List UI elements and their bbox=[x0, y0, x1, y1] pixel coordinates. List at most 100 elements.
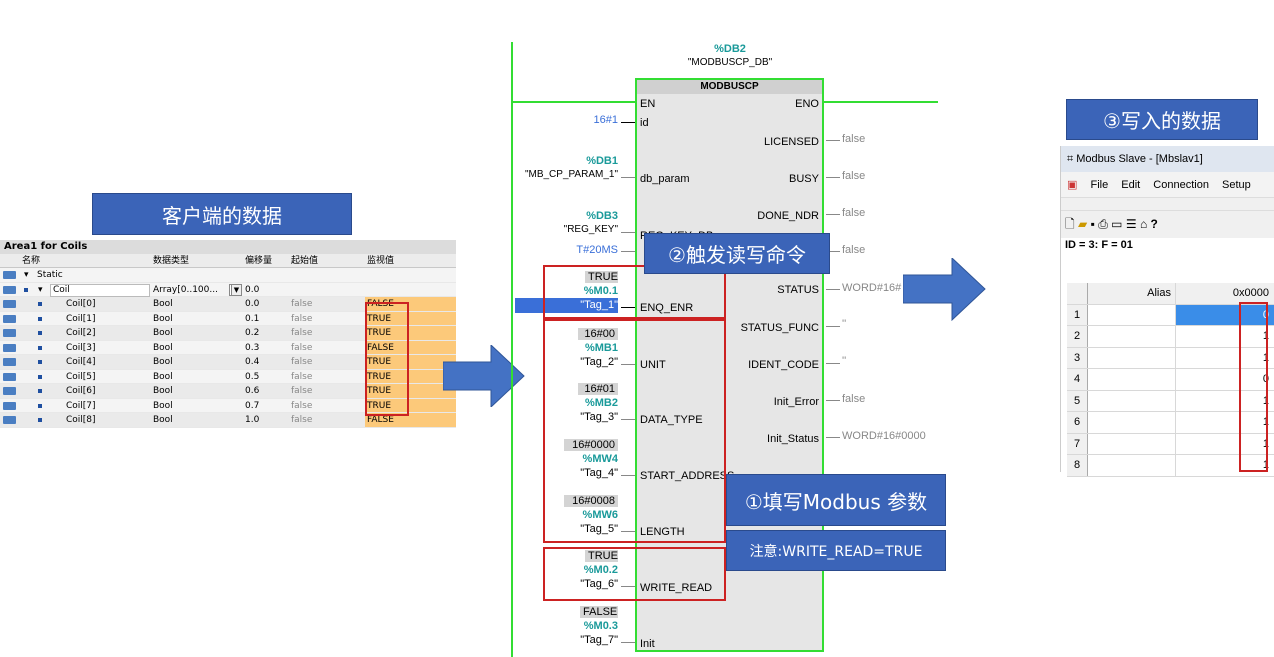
menu-edit[interactable]: Edit bbox=[1121, 179, 1141, 191]
start-wire bbox=[621, 475, 635, 476]
row-value[interactable]: 1 bbox=[1262, 437, 1269, 450]
coil-start: false bbox=[291, 415, 313, 425]
menu-file[interactable]: File bbox=[1090, 179, 1109, 191]
row-value[interactable]: 0 bbox=[1176, 304, 1274, 325]
row-alias[interactable] bbox=[1088, 412, 1176, 433]
done-value: false bbox=[842, 207, 866, 219]
row-alias[interactable] bbox=[1088, 347, 1176, 368]
coil-start: false bbox=[291, 357, 313, 367]
new-file-icon[interactable]: 🗋 bbox=[1065, 217, 1075, 231]
expand-arrow-icon[interactable]: ▾ bbox=[38, 284, 43, 295]
member-dot-icon bbox=[38, 389, 42, 393]
doc-icon[interactable]: ▣ bbox=[1067, 179, 1078, 191]
rung-wire-en bbox=[511, 101, 635, 103]
enq-highlight bbox=[515, 298, 618, 313]
coil-group-row[interactable]: ▾ Coil Array[0..100... ▤ ▤ ▼ 0.0 bbox=[0, 282, 456, 297]
db-icon bbox=[3, 271, 16, 279]
row-value[interactable]: 1 bbox=[1262, 416, 1269, 428]
row-value[interactable]: 1 bbox=[1262, 459, 1269, 471]
enq-addr: %M0.1 bbox=[583, 285, 618, 297]
display-icon[interactable]: ☰ bbox=[1125, 217, 1137, 231]
row-alias[interactable] bbox=[1088, 455, 1176, 476]
coil-monitor: TRUE bbox=[365, 326, 456, 340]
print-icon[interactable]: ⎙ bbox=[1098, 217, 1108, 231]
member-dot-icon bbox=[38, 360, 42, 364]
dropdown-icon[interactable]: ▼ bbox=[231, 283, 242, 296]
ident-wire bbox=[826, 363, 840, 364]
coil-type: Bool bbox=[153, 415, 173, 425]
row-number: 3 bbox=[1067, 347, 1088, 368]
col-monitor: 监视值 bbox=[367, 256, 395, 266]
window-icon[interactable]: ▭ bbox=[1111, 217, 1123, 231]
rung-wire-eno bbox=[824, 101, 938, 103]
row-alias[interactable] bbox=[1088, 304, 1176, 325]
busy-wire bbox=[826, 177, 840, 178]
coil-offset: 0.0 bbox=[245, 299, 260, 309]
menu-setup[interactable]: Setup bbox=[1222, 179, 1251, 191]
save-icon[interactable]: ▪ bbox=[1090, 217, 1095, 231]
row-value[interactable]: 1 bbox=[1262, 394, 1269, 407]
toolbar: 🗋 ▰ ▪ ⎙ ▭ ☰ ⌂ ? bbox=[1061, 210, 1274, 236]
window-title: Modbus Slave - [Mbslav1] bbox=[1076, 153, 1203, 165]
coil-start: false bbox=[291, 371, 313, 382]
row-alias[interactable] bbox=[1088, 369, 1176, 390]
row-value[interactable]: 0 bbox=[1262, 373, 1269, 385]
row-number: 6 bbox=[1067, 412, 1088, 433]
static-row[interactable]: ▾ Static bbox=[0, 268, 456, 283]
pin-licensed: LICENSED bbox=[763, 136, 819, 148]
enq-name: "Tag_1" bbox=[580, 299, 618, 311]
open-folder-icon[interactable]: ▰ bbox=[1078, 217, 1088, 231]
right-arrow-icon bbox=[903, 258, 986, 321]
help-icon[interactable]: ? bbox=[1150, 217, 1158, 231]
menu-connection[interactable]: Connection bbox=[1153, 179, 1209, 191]
coil-type: Array[0..100... bbox=[153, 284, 218, 295]
length-value: 16#0008 bbox=[564, 495, 618, 507]
unit-value: 16#00 bbox=[578, 328, 618, 340]
row-value[interactable]: 1 bbox=[1262, 330, 1269, 342]
pin-status-func: STATUS_FUNC bbox=[740, 322, 819, 334]
enq-wire bbox=[621, 307, 635, 308]
table-header: 名称 数据类型 偏移量 起始值 监视值 bbox=[0, 254, 456, 268]
coil-name[interactable]: Coil bbox=[50, 283, 150, 297]
lock-icon[interactable]: ⌂ bbox=[1139, 217, 1148, 231]
db-param-addr: %DB1 bbox=[586, 155, 618, 167]
pin-init-error: Init_Error bbox=[773, 396, 819, 408]
status-func-wire bbox=[826, 326, 840, 327]
coil-type: Bool bbox=[153, 371, 173, 382]
coil-name: Coil[0] bbox=[66, 299, 96, 309]
coil-start: false bbox=[291, 386, 313, 396]
row-value[interactable]: 1 bbox=[1262, 351, 1269, 364]
row-alias[interactable] bbox=[1088, 326, 1176, 347]
table-title: Area1 for Coils bbox=[0, 240, 456, 254]
wr-wire bbox=[621, 586, 635, 587]
dtype-name: "Tag_3" bbox=[580, 411, 618, 423]
member-dot-icon bbox=[24, 287, 28, 292]
status-wire bbox=[826, 289, 840, 290]
init-error-wire bbox=[826, 400, 840, 401]
coil-offset: 0.3 bbox=[245, 342, 260, 353]
col-address: 0x0000 bbox=[1176, 283, 1274, 304]
note-callout: 注意:WRITE_READ=TRUE bbox=[726, 530, 946, 571]
expand-arrow-icon[interactable]: ▾ bbox=[24, 270, 29, 280]
power-rail bbox=[511, 42, 513, 657]
row-alias[interactable] bbox=[1088, 390, 1176, 411]
row-alias[interactable] bbox=[1088, 433, 1176, 454]
monitor-highlight bbox=[365, 302, 409, 416]
